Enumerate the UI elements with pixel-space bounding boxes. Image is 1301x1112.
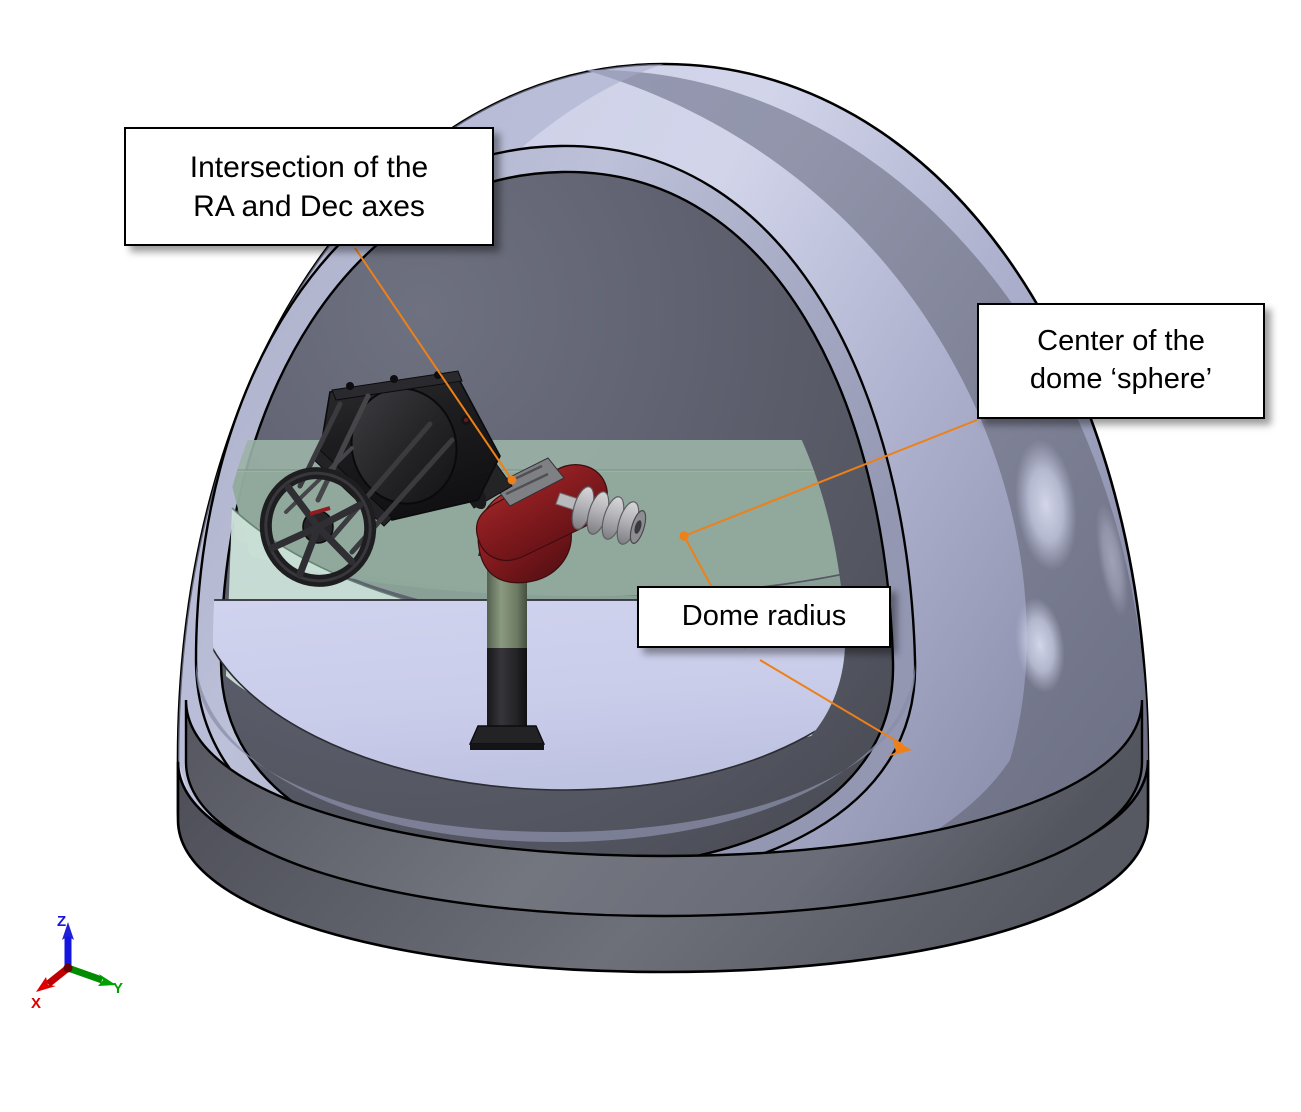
axis-y-label: Y [113, 980, 124, 997]
leader-line-dome-radius [759, 659, 904, 746]
coordinate-axes-triad [36, 922, 116, 992]
optical-tube-assembly [259, 370, 501, 587]
marker-ra-dec-intersection [507, 475, 517, 485]
axis-y-shaft [66, 964, 104, 984]
leader-line-ra-dec [354, 247, 513, 481]
telescope-assembly [259, 370, 647, 750]
leader-line-dome-center [683, 419, 978, 537]
dome-base-drum [176, 664, 1150, 974]
axis-y-arrowhead [98, 974, 116, 986]
callout-line-2: dome ‘sphere’ [1029, 363, 1213, 395]
telescope-front-ring [259, 467, 377, 587]
dome-specular-highlights [1015, 439, 1129, 693]
axis-z-arrowhead [62, 922, 74, 940]
telescope-pier [468, 556, 546, 750]
callout-line-2: RA and Dec axes [193, 189, 425, 223]
callout-center-of-dome-sphere: Center of the dome ‘sphere’ [977, 303, 1265, 419]
callout-dome-radius: Dome radius [637, 586, 891, 648]
callout-line-1: Center of the [1037, 325, 1205, 358]
callout-intersection-ra-dec: Intersection of the RA and Dec axes [124, 127, 494, 246]
counterweight-assembly [555, 486, 647, 545]
axis-x-arrowhead [36, 977, 56, 992]
axis-z-label: Z [57, 913, 67, 930]
axis-x-label: X [31, 995, 42, 1012]
arrowhead-dome-radius [886, 740, 912, 757]
callout-line-1: Intersection of the [189, 150, 429, 184]
callout-line-1: Dome radius [681, 600, 847, 633]
